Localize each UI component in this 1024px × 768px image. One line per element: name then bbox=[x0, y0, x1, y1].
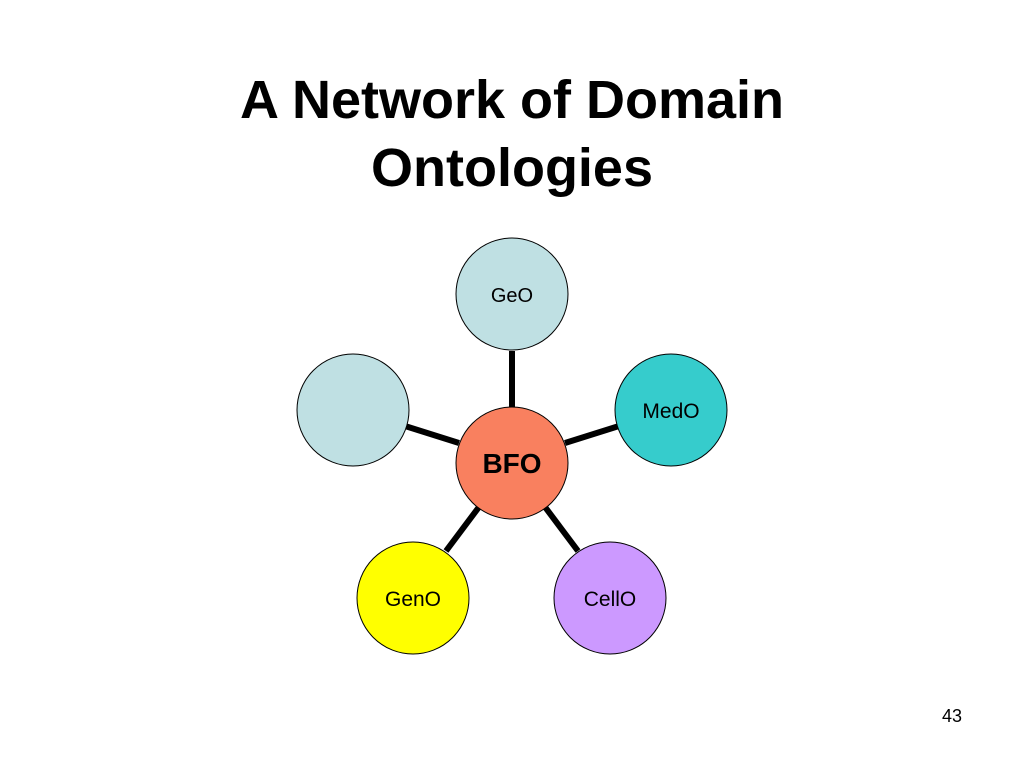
slide-title: A Network of Domain Ontologies bbox=[112, 66, 912, 202]
node-geno-label: GenO bbox=[385, 588, 441, 611]
node-geno: GenO bbox=[356, 541, 470, 655]
node-unlabeled-circle bbox=[296, 353, 410, 467]
node-cello-label: CellO bbox=[584, 588, 637, 611]
connector-bfo-medo bbox=[564, 423, 620, 446]
node-geno-circle bbox=[356, 541, 470, 655]
node-geo-label: GeO bbox=[491, 285, 533, 307]
connector-bfo-unlabeled bbox=[404, 423, 460, 446]
node-bfo-circle bbox=[455, 406, 569, 520]
node-unlabeled bbox=[296, 353, 410, 467]
title-line-1: A Network of Domain bbox=[239, 70, 785, 130]
node-medo: MedO bbox=[614, 353, 728, 467]
connector-bfo-cello bbox=[542, 505, 581, 553]
node-cello-circle bbox=[553, 541, 667, 655]
node-cello: CellO bbox=[553, 541, 667, 655]
node-medo-circle bbox=[614, 353, 728, 467]
node-geo-circle bbox=[455, 237, 569, 351]
connector-bfo-geno bbox=[443, 505, 482, 553]
node-geo: GeO bbox=[455, 237, 569, 351]
node-bfo: BFO bbox=[455, 406, 569, 520]
node-bfo-label: BFO bbox=[482, 448, 541, 479]
title-line-2: Ontologies bbox=[371, 138, 653, 198]
node-medo-label: MedO bbox=[642, 400, 699, 423]
page-number: 43 bbox=[941, 706, 962, 726]
